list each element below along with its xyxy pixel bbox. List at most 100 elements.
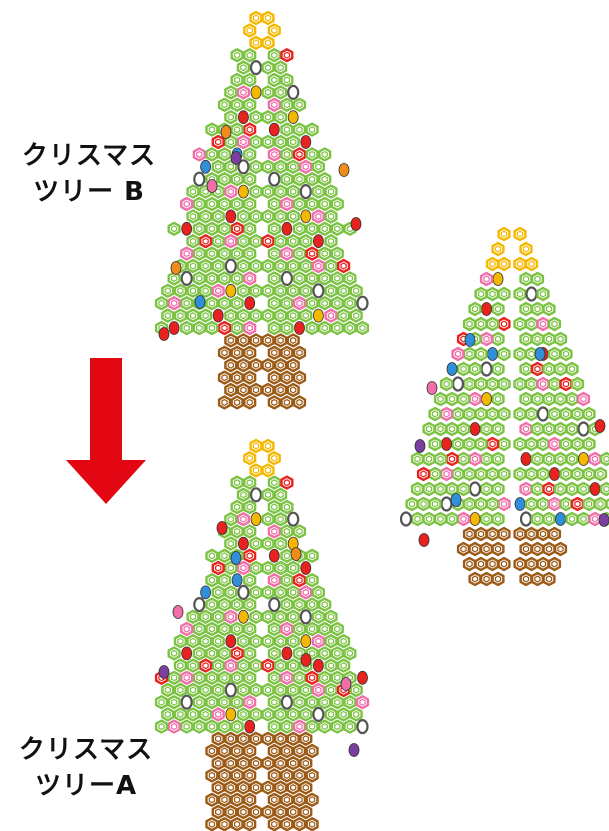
- bead-inner: [208, 250, 216, 258]
- bead-inner: [277, 735, 284, 743]
- bead: [230, 817, 244, 831]
- bead: [211, 707, 225, 722]
- bead-ornament: [464, 333, 476, 347]
- bead: [224, 756, 238, 771]
- bead-inner: [591, 455, 599, 463]
- bead-inner: [277, 662, 284, 670]
- bead: [192, 695, 206, 710]
- bead: [292, 196, 307, 212]
- bead-inner: [221, 175, 228, 183]
- bead: [230, 221, 244, 236]
- bead: [274, 512, 288, 527]
- bead: [286, 756, 300, 771]
- bead-inner: [494, 365, 502, 373]
- bead-inner: [246, 601, 253, 609]
- bead-inner: [494, 515, 502, 523]
- bead-inner: [264, 466, 272, 474]
- bead: [343, 719, 357, 734]
- bead-inner: [290, 613, 297, 621]
- bead-inner: [290, 808, 297, 816]
- bead-inner: [489, 500, 496, 508]
- bead: [445, 391, 459, 407]
- bead-inner: [437, 515, 444, 523]
- bead-ornament: [598, 513, 609, 527]
- bead-inner: [233, 398, 241, 406]
- bead: [593, 496, 608, 512]
- bead: [536, 376, 550, 392]
- bead: [267, 221, 281, 236]
- bead-inner: [240, 312, 247, 320]
- bead: [553, 451, 568, 467]
- bead-inner: [557, 335, 564, 343]
- bead-ornament: [250, 85, 262, 100]
- bead: [274, 209, 288, 224]
- bead-ornament: [230, 151, 242, 165]
- bead-inner: [334, 625, 341, 633]
- bead: [161, 707, 175, 722]
- bead-inner: [189, 287, 197, 295]
- bead: [513, 466, 527, 482]
- bead: [547, 556, 562, 572]
- bead-inner: [271, 299, 278, 307]
- bead-ornament: [577, 421, 590, 437]
- bead-inner: [189, 613, 197, 621]
- bead: [559, 496, 573, 512]
- bead: [445, 421, 459, 437]
- bead-ornament: [338, 163, 350, 177]
- bead-inner: [494, 335, 502, 343]
- bead-inner: [327, 262, 335, 270]
- bead: [497, 496, 511, 512]
- bead: [173, 658, 188, 673]
- bead: [211, 682, 225, 698]
- bead-inner: [252, 237, 260, 245]
- bead-inner: [227, 613, 234, 621]
- bead: [211, 756, 225, 771]
- bead-inner: [183, 324, 190, 332]
- bead: [243, 345, 257, 360]
- bead: [324, 283, 338, 298]
- bead-inner: [321, 200, 328, 208]
- tree-a-label-line1: クリスマス: [18, 735, 154, 765]
- bead-inner: [252, 540, 260, 548]
- bead-ornament: [492, 272, 504, 286]
- bead-inner: [252, 710, 260, 718]
- bead-inner: [460, 515, 467, 523]
- bead-inner: [221, 552, 228, 560]
- bead: [570, 376, 585, 392]
- bead-inner: [308, 674, 316, 682]
- bead: [243, 147, 257, 162]
- bead: [180, 670, 194, 685]
- bead: [192, 646, 206, 661]
- bead: [349, 283, 363, 298]
- bead: [479, 271, 494, 287]
- bead-inner: [420, 500, 427, 508]
- bead: [249, 358, 263, 373]
- bead-inner: [545, 395, 553, 403]
- bead-inner: [437, 425, 444, 433]
- bead-inner: [264, 442, 272, 450]
- bead: [324, 658, 338, 673]
- bead: [205, 768, 219, 783]
- bead: [468, 391, 482, 407]
- bead-inner: [246, 51, 253, 59]
- bead-inner: [522, 365, 530, 373]
- bead: [280, 621, 294, 637]
- bead: [422, 511, 436, 527]
- bead: [224, 512, 238, 527]
- bead: [217, 97, 232, 112]
- bead: [249, 609, 263, 624]
- bead-inner: [466, 350, 473, 358]
- bead-inner: [302, 784, 309, 792]
- bead: [559, 346, 573, 362]
- bead-inner: [221, 150, 228, 158]
- bead: [249, 10, 263, 26]
- bead-inner: [240, 759, 247, 767]
- bead-inner: [414, 485, 421, 493]
- bead: [405, 496, 419, 512]
- bead: [299, 658, 313, 673]
- bead-inner: [170, 274, 178, 282]
- bead-inner: [271, 51, 278, 59]
- bead-inner: [189, 710, 197, 718]
- bead-inner: [574, 380, 581, 388]
- bead-inner: [221, 820, 228, 828]
